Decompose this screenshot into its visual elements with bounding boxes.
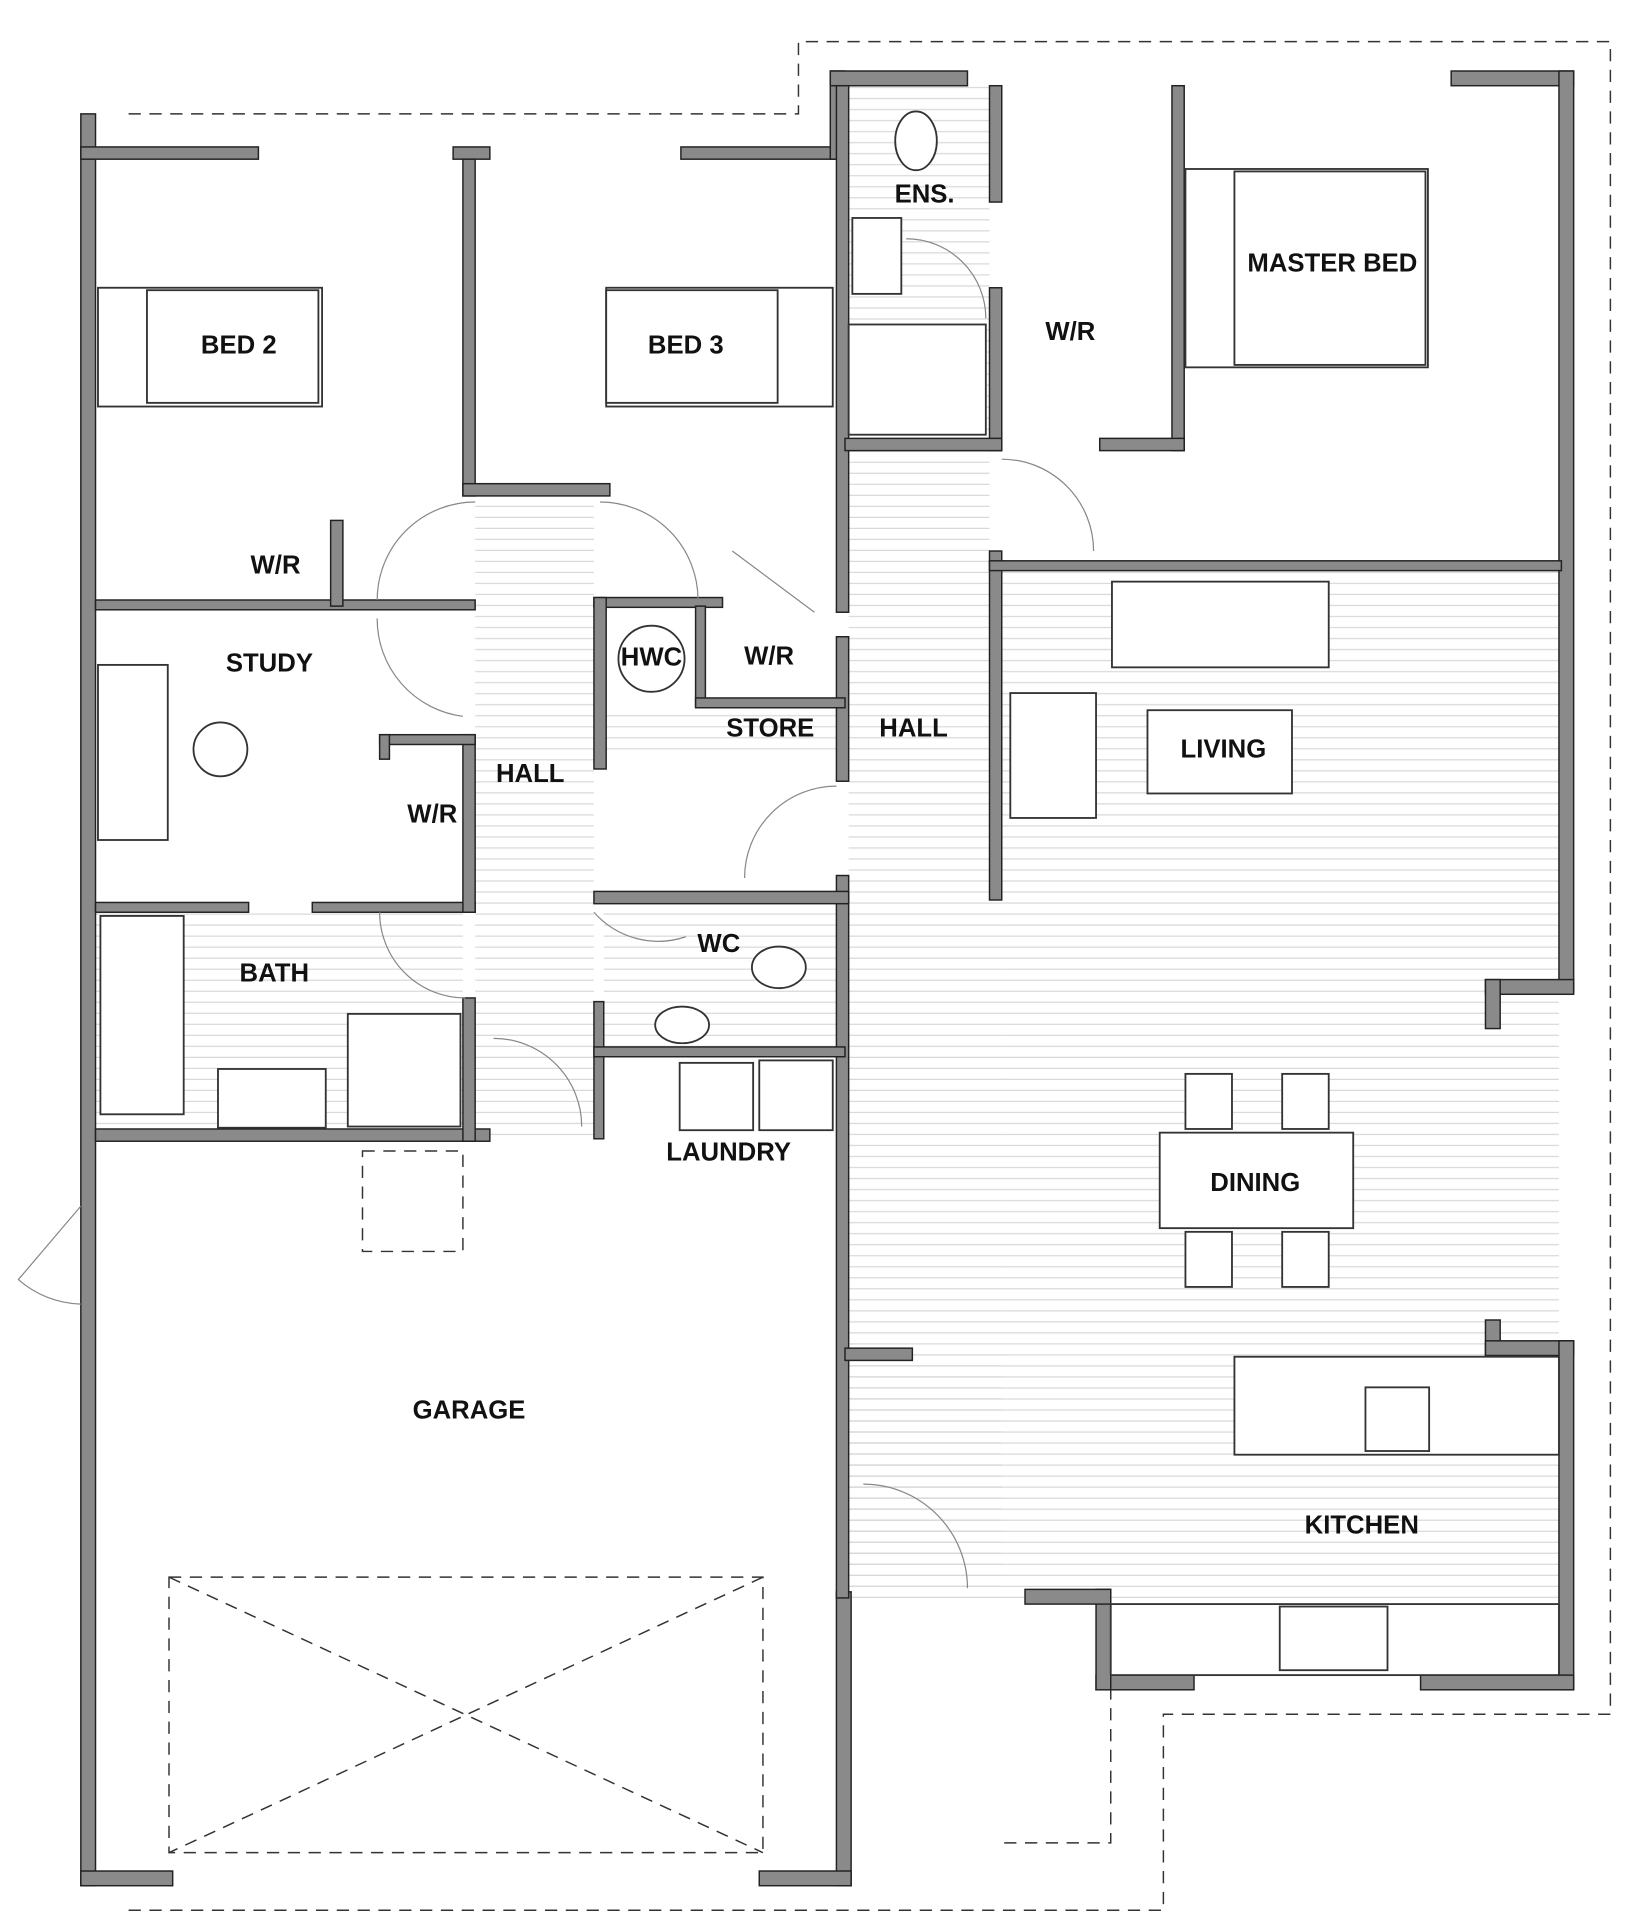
- wall: [593, 1000, 605, 1140]
- floorboard-area: [606, 707, 837, 757]
- label-wc: WC: [697, 930, 740, 958]
- wall: [1419, 1674, 1575, 1691]
- floorboard-area: [475, 477, 594, 1139]
- wc-basin: [654, 1005, 710, 1045]
- wall: [988, 560, 1563, 572]
- wall: [844, 437, 1003, 452]
- furniture-item: [851, 217, 903, 295]
- wall: [462, 733, 476, 913]
- furniture-item: [346, 1012, 462, 1128]
- furniture-item: [678, 1061, 755, 1132]
- label-master-wr: W/R: [1045, 318, 1095, 346]
- wall: [758, 1870, 852, 1887]
- furniture-item: [1233, 170, 1427, 366]
- room-labels: BED 2 BED 3 ENS. W/R MASTER BED W/R STUDY HWC W/…: [201, 181, 1419, 1540]
- label-study-wr: W/R: [407, 800, 457, 828]
- furniture-item: [146, 289, 320, 404]
- label-hall-right: HALL: [879, 715, 948, 743]
- wall: [694, 605, 707, 708]
- label-store-wr: W/R: [744, 642, 794, 670]
- wall: [1098, 437, 1185, 452]
- wall: [378, 733, 476, 746]
- label-bath: BATH: [240, 959, 309, 987]
- wall: [462, 482, 611, 497]
- wall: [988, 287, 1003, 452]
- furniture-item: [1281, 1072, 1330, 1130]
- wall: [829, 70, 969, 87]
- wall: [311, 901, 476, 913]
- furniture-item: [1364, 1386, 1431, 1452]
- wall: [462, 158, 476, 497]
- furniture-item: [1281, 1230, 1330, 1288]
- wall: [835, 1591, 852, 1887]
- label-laundry: LAUNDRY: [666, 1138, 791, 1166]
- wall: [988, 550, 1003, 901]
- wall: [94, 1128, 491, 1142]
- floorboard-area: [848, 450, 990, 892]
- label-store: STORE: [726, 715, 814, 743]
- furniture-item: [758, 1059, 834, 1132]
- label-bed3: BED 3: [648, 331, 724, 359]
- furniture-item: [605, 289, 779, 404]
- wall: [593, 890, 850, 905]
- wall: [80, 146, 260, 160]
- furniture-item: [1111, 580, 1330, 669]
- wall: [835, 874, 850, 1599]
- furniture-item: [1158, 1131, 1355, 1230]
- wall: [1450, 70, 1575, 87]
- label-study: STUDY: [226, 650, 313, 678]
- label-bed2-wr: W/R: [251, 552, 301, 580]
- label-hall-left: HALL: [496, 760, 565, 788]
- study-chair: [192, 721, 249, 778]
- wall: [452, 146, 491, 160]
- label-living: LIVING: [1181, 735, 1267, 763]
- wc-toilet: [751, 945, 807, 990]
- wall: [1024, 1588, 1112, 1605]
- wall: [988, 84, 1003, 203]
- wall: [835, 84, 850, 613]
- wall: [462, 997, 476, 1142]
- hot-water-cylinder: [617, 624, 686, 693]
- walls: [80, 70, 1575, 1887]
- label-bed2: BED 2: [201, 331, 277, 359]
- wall: [593, 596, 607, 770]
- wall: [94, 599, 476, 611]
- roof-outline: [128, 40, 1612, 1911]
- door-swings: [17, 238, 1095, 1589]
- wall: [329, 519, 344, 607]
- ensuite-toilet: [894, 110, 938, 172]
- furniture-item: [97, 663, 169, 841]
- label-dining: DINING: [1210, 1169, 1300, 1197]
- wall: [80, 113, 97, 1887]
- wall: [1558, 70, 1575, 993]
- furniture-item: [217, 1068, 327, 1129]
- wall: [680, 146, 846, 160]
- wall: [1558, 1340, 1575, 1691]
- wall: [80, 1870, 174, 1887]
- label-master-bed: MASTER BED: [1247, 249, 1417, 277]
- wall: [844, 1347, 914, 1362]
- furniture-item: [1184, 1230, 1233, 1288]
- furniture-item: [847, 323, 987, 436]
- furniture: [97, 110, 1560, 1677]
- furniture-item: [1146, 709, 1293, 795]
- wall: [1171, 84, 1185, 452]
- wall: [378, 733, 391, 760]
- furniture-item: [1009, 692, 1097, 819]
- wall: [593, 1046, 846, 1058]
- label-kitchen: KITCHEN: [1305, 1512, 1419, 1540]
- wall: [835, 636, 850, 782]
- wall: [1484, 978, 1501, 1030]
- furniture-item: [99, 915, 185, 1116]
- wall: [94, 901, 250, 913]
- floorboard-area: [1001, 570, 1559, 1355]
- label-hwc: HWC: [621, 644, 682, 672]
- furniture-item: [1184, 1072, 1233, 1130]
- label-garage: GARAGE: [413, 1397, 526, 1425]
- label-ensuite: ENS.: [895, 181, 955, 209]
- wall: [694, 697, 846, 709]
- furniture-item: [1278, 1605, 1389, 1672]
